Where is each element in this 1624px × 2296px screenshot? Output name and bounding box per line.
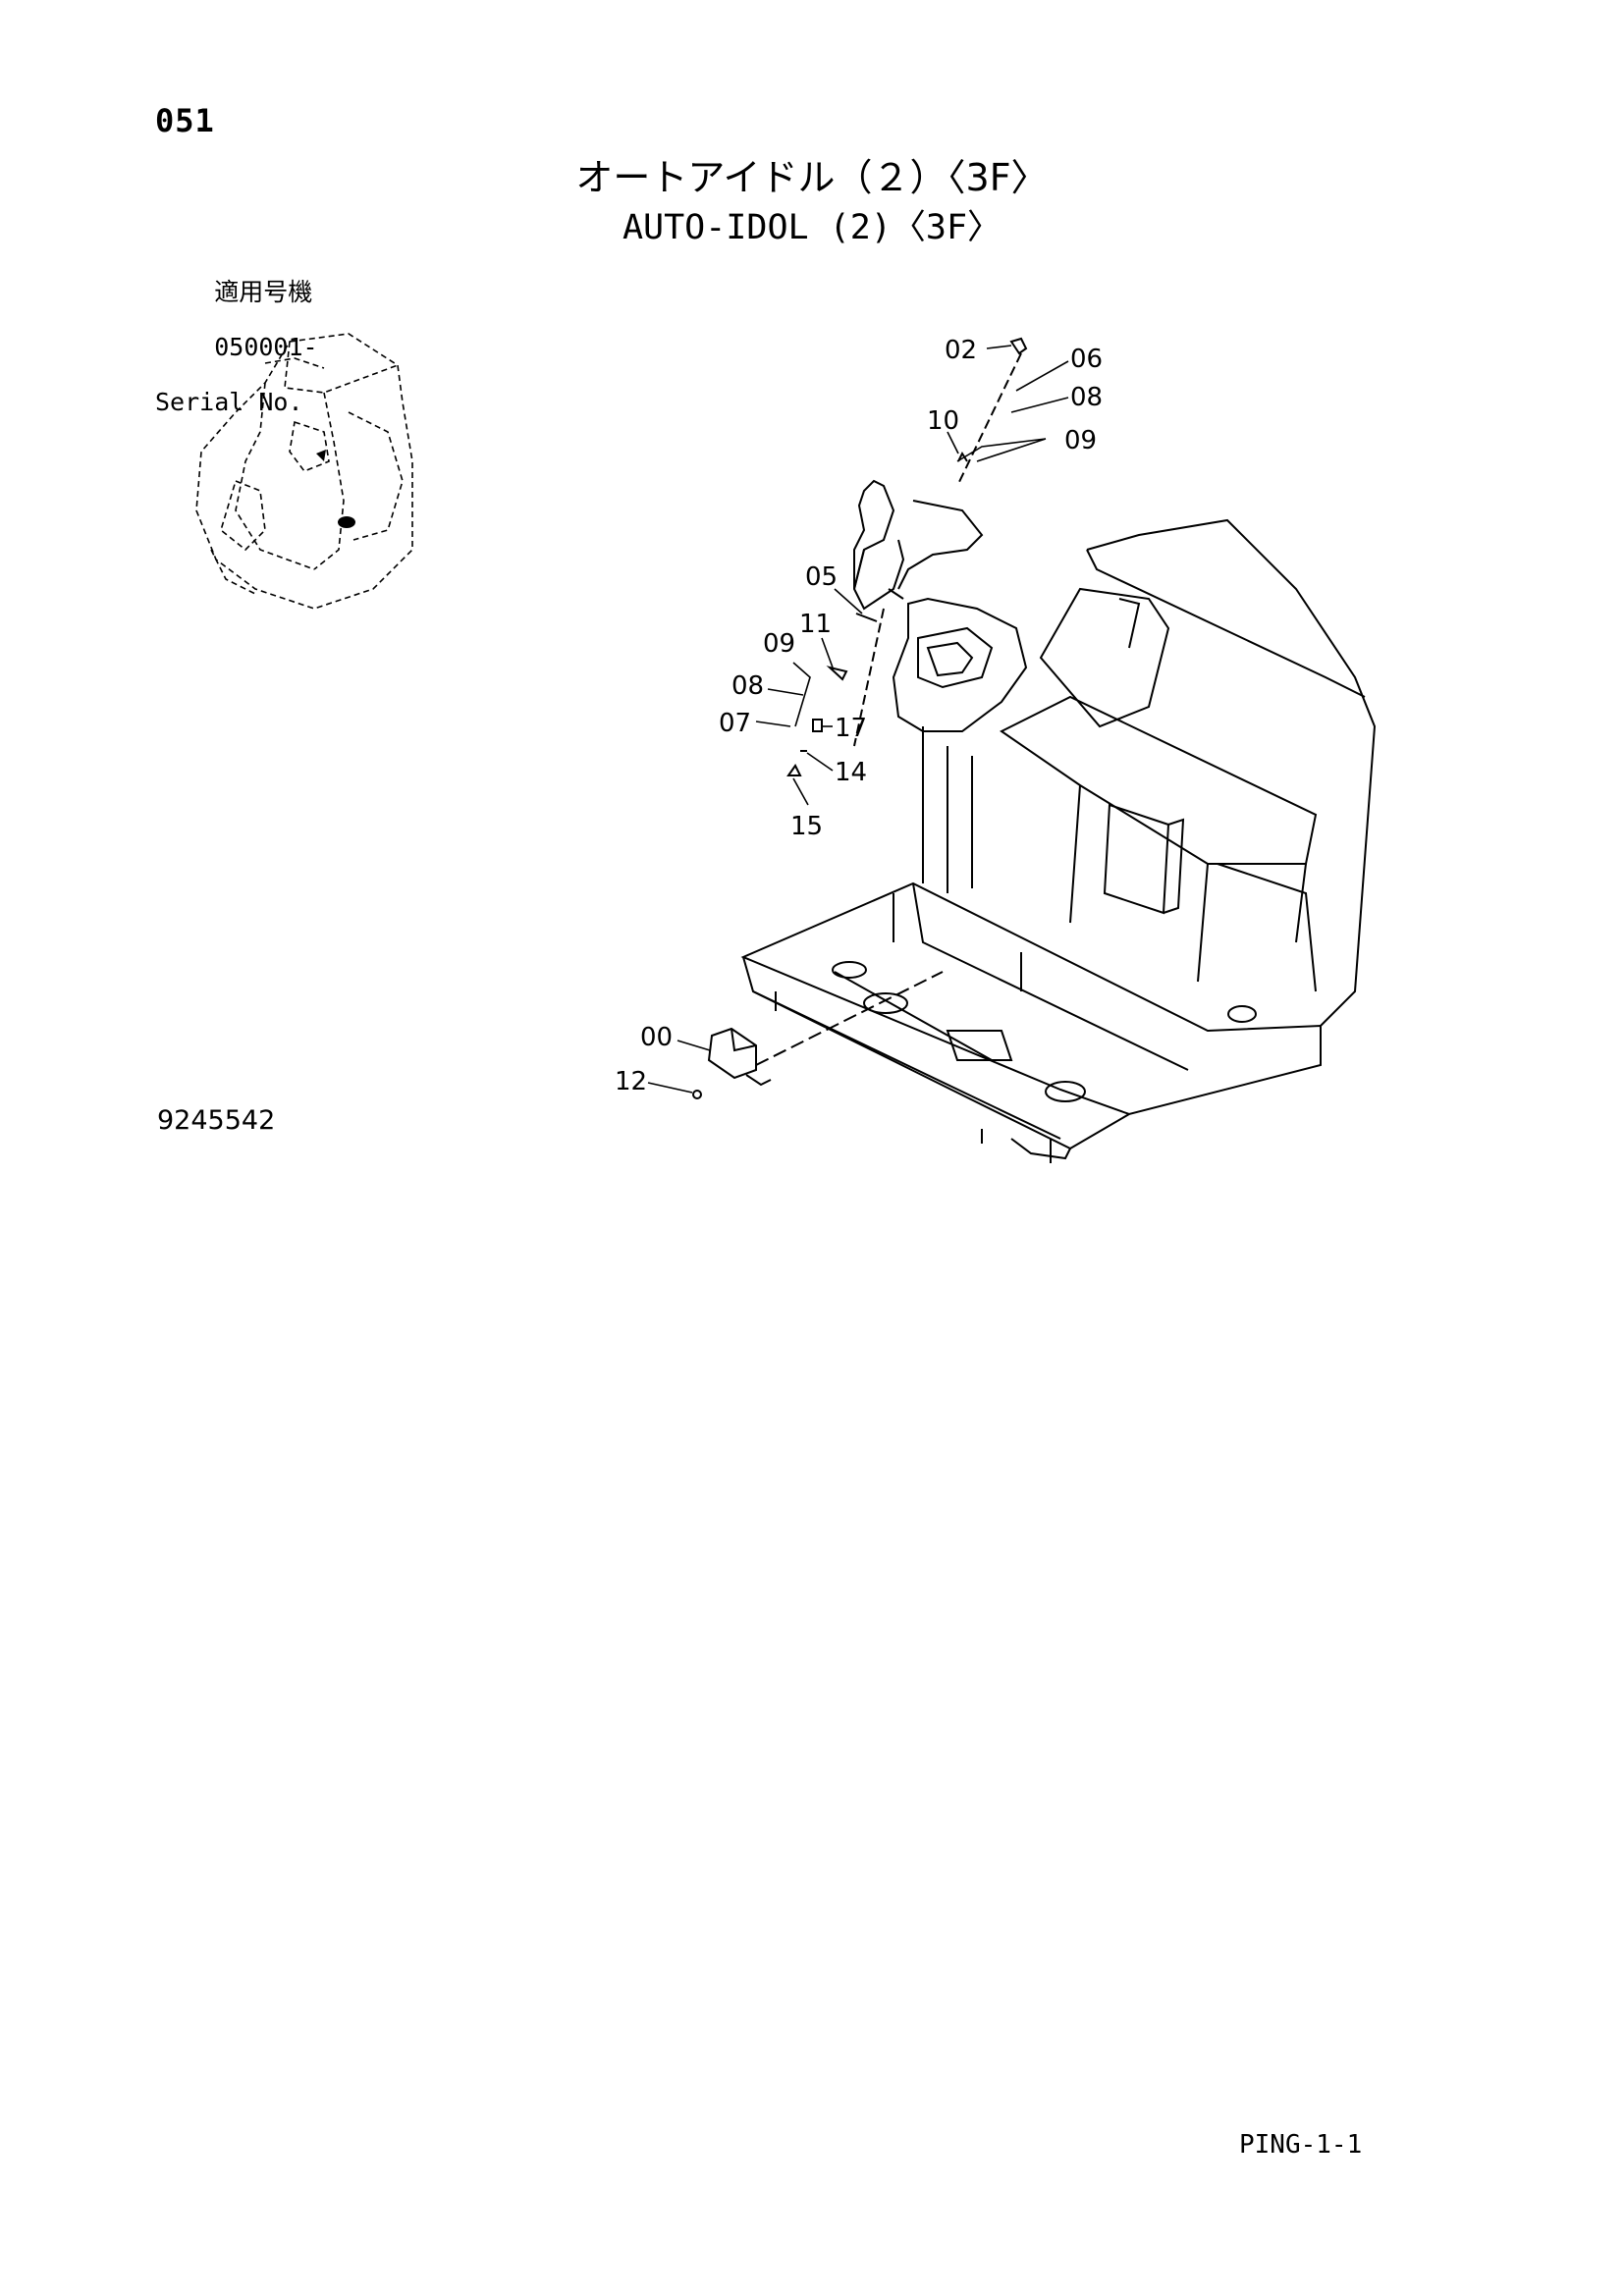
callout-06: 06	[1070, 345, 1103, 374]
side-console	[1000, 695, 1318, 865]
part-11	[826, 666, 848, 681]
drawing-number: 9245542	[157, 1105, 276, 1136]
callout-09: 09	[1064, 426, 1097, 455]
part-10	[957, 451, 968, 462]
joystick-console	[852, 479, 1028, 732]
part-17	[812, 719, 823, 732]
callout-11: 11	[799, 610, 832, 639]
cab-window	[1039, 587, 1170, 728]
callout-08-lower: 08	[731, 671, 764, 701]
callout-15: 15	[790, 812, 823, 841]
floor-plate	[740, 881, 1322, 1116]
applicability-row: 適用号機 050001-	[155, 251, 318, 389]
serial-applicability: 適用号機 050001- Serial No.	[155, 251, 318, 416]
callout-10: 10	[927, 406, 959, 436]
serial-label: Serial No.	[155, 388, 303, 416]
page-reference: PING-1-1	[1239, 2130, 1363, 2160]
callout-12: 12	[615, 1067, 647, 1096]
part-02	[1009, 337, 1028, 355]
applicable-model-label: 適用号機	[214, 278, 313, 306]
callout-05: 05	[805, 562, 838, 592]
serial-start: 050001-	[214, 333, 318, 361]
part-12	[692, 1090, 702, 1099]
page-title-japanese: オートアイドル（２）〈3F〉	[575, 156, 1049, 199]
callout-08: 08	[1070, 383, 1103, 412]
part-05	[855, 613, 878, 622]
part-15	[786, 764, 802, 776]
cab-rear-panel	[1086, 518, 1377, 1027]
callout-17: 17	[835, 714, 867, 743]
callout-09-lower: 09	[763, 629, 795, 659]
page-number: 051	[155, 102, 215, 139]
callout-07: 07	[719, 709, 751, 738]
callout-00: 00	[640, 1023, 673, 1052]
callout-02: 02	[945, 336, 977, 365]
page-title-english: AUTO-IDOL (2)〈3F〉	[622, 208, 1002, 247]
callout-14: 14	[835, 758, 867, 787]
